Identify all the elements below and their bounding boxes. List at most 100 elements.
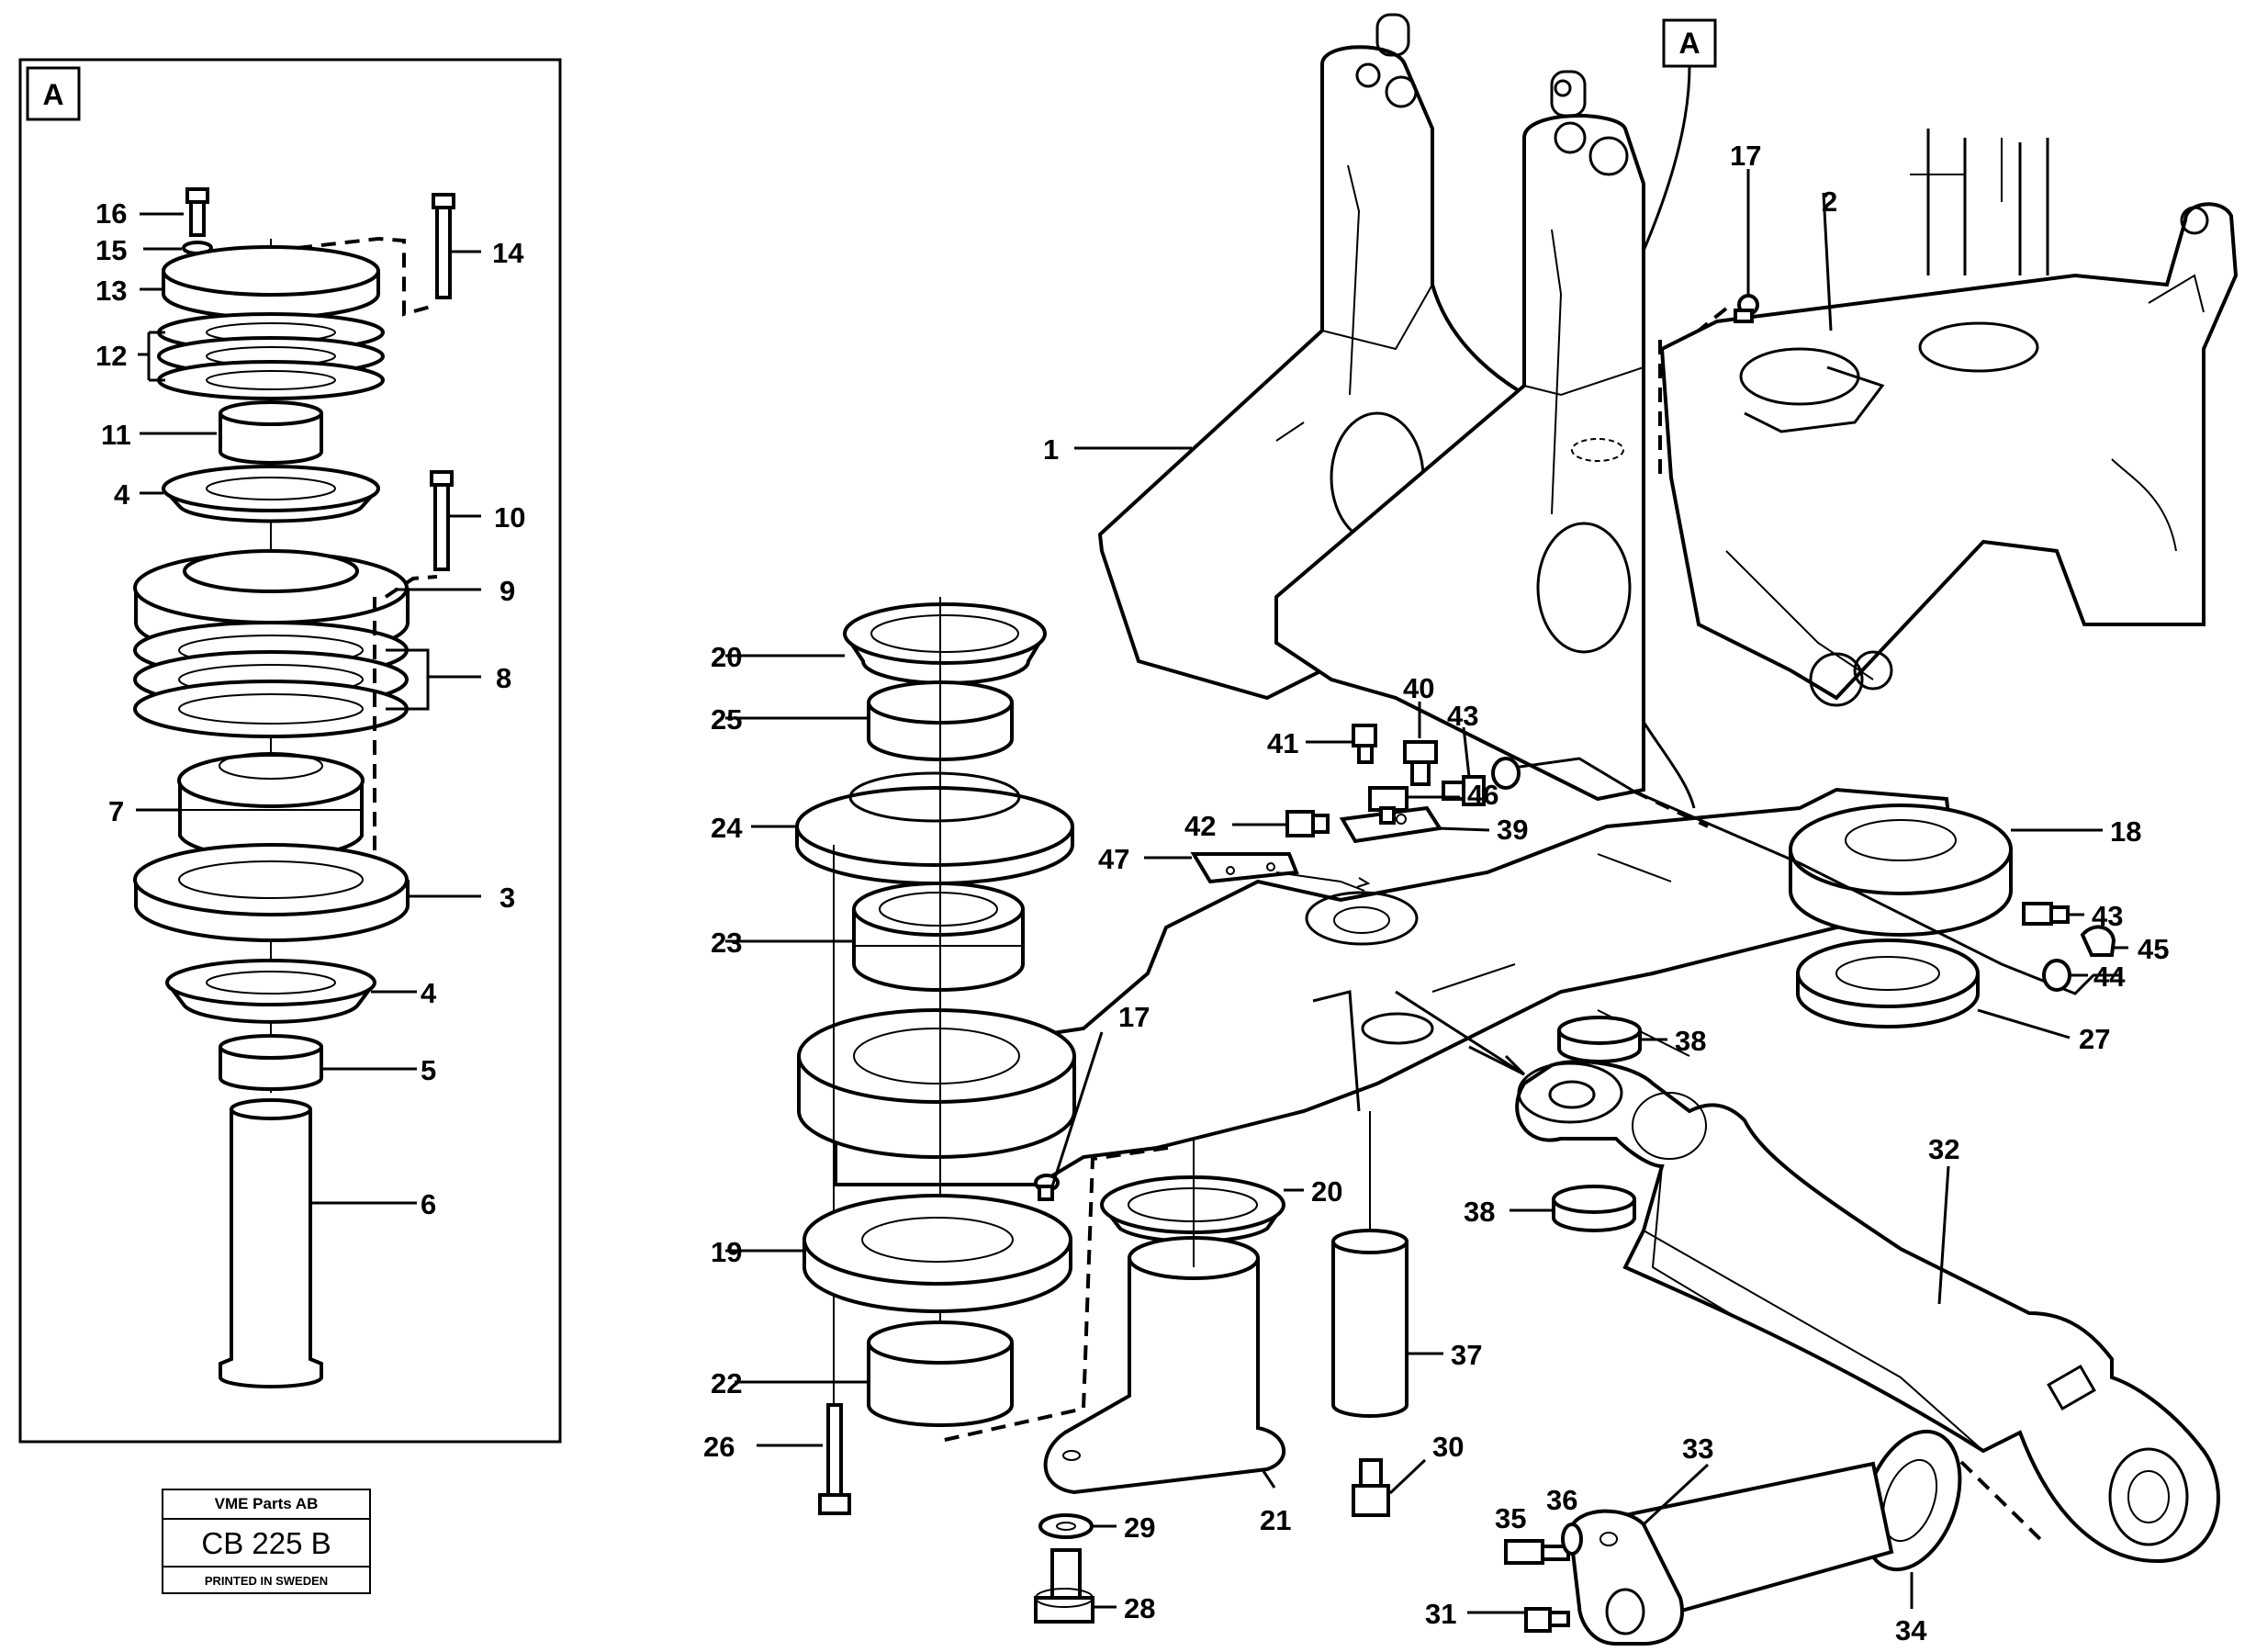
label-17-lower: 17 (1118, 1001, 1150, 1033)
label-29: 29 (1124, 1512, 1155, 1544)
label-47: 47 (1098, 843, 1129, 875)
axle-boss-upper (797, 1008, 1076, 1159)
label-19: 19 (711, 1236, 742, 1268)
part-35-bolt (1504, 1539, 1570, 1565)
part-36-washer (1561, 1523, 1583, 1556)
part-26-bolt (818, 1403, 851, 1515)
part-24-flange (795, 771, 1074, 885)
part-3-flange (133, 843, 410, 942)
detail-view-a: A (18, 58, 562, 1444)
main-assembly: A (703, 13, 2239, 1646)
label-44: 44 (2093, 961, 2126, 993)
diagram-code: CB 225 B (163, 1520, 369, 1568)
label-13: 13 (95, 275, 127, 307)
label-33: 33 (1682, 1433, 1713, 1465)
label-16: 16 (95, 197, 127, 230)
company-name: VME Parts AB (163, 1490, 369, 1520)
part-20-seal-upper (843, 602, 1047, 685)
label-4-upper: 4 (114, 478, 130, 511)
part-40-screw (1403, 740, 1438, 786)
label-41: 41 (1267, 727, 1298, 759)
part-38-bushing-upper (1557, 1016, 1642, 1063)
label-20-lower: 20 (1311, 1175, 1342, 1208)
part-27-washer (1796, 938, 1980, 1028)
part-21-pivot-pin (1043, 1236, 1286, 1495)
label-17-upper: 17 (1730, 140, 1761, 172)
part-46-tee (1368, 786, 1409, 825)
part-29-washer (1038, 1513, 1094, 1539)
part-38-bushing-lower (1552, 1185, 1636, 1232)
label-28: 28 (1124, 1592, 1155, 1624)
label-42: 42 (1184, 810, 1216, 842)
part-4-seal-upper (162, 465, 380, 523)
part-42-fitting (1285, 810, 1330, 837)
part-19-flange (803, 1194, 1072, 1313)
part-47-plate (1190, 852, 1299, 884)
part-18-boss (1789, 804, 2013, 937)
label-12: 12 (95, 340, 127, 372)
part-14-bolt (432, 193, 455, 299)
part-30-screw (1352, 1458, 1390, 1517)
part-23-bearing (852, 882, 1025, 992)
part-7-bearing (177, 752, 365, 860)
label-43-upper: 43 (1447, 700, 1478, 732)
part-41-fitting (1352, 724, 1377, 764)
label-25: 25 (711, 703, 742, 736)
label-30: 30 (1432, 1431, 1464, 1463)
label-26: 26 (703, 1431, 735, 1463)
part-12-shims (157, 312, 385, 400)
label-14: 14 (492, 237, 524, 269)
printed-note: PRINTED IN SWEDEN (204, 1574, 329, 1588)
detail-box-letter: A (42, 78, 63, 111)
part-43-nipple-upper (1442, 775, 1486, 806)
part-45-elbow (1491, 757, 2116, 957)
label-10: 10 (494, 501, 525, 534)
label-46: 46 (1467, 779, 1498, 811)
part-31-grease-nipple (1524, 1607, 1570, 1633)
part-43-nipple-lower (2022, 902, 2070, 926)
part-16-bolt (185, 187, 209, 237)
label-32: 32 (1928, 1133, 1959, 1165)
label-43-lower: 43 (2092, 900, 2123, 932)
label-38-upper: 38 (1675, 1025, 1706, 1057)
label-8: 8 (496, 662, 511, 694)
part-6-pin (219, 1098, 323, 1388)
label-18: 18 (2110, 815, 2141, 848)
label-38-lower: 38 (1464, 1196, 1495, 1228)
part-4-seal-lower (165, 959, 376, 1024)
part-11-bushing (219, 400, 323, 465)
part-28-bolt (1034, 1548, 1094, 1624)
label-24: 24 (711, 812, 743, 844)
label-6: 6 (421, 1188, 436, 1220)
part-10-bolt (430, 470, 454, 571)
section-marker-letter: A (1678, 27, 1700, 60)
label-4-lower: 4 (421, 977, 437, 1009)
part-22-bushing (867, 1320, 1014, 1427)
label-7: 7 (108, 795, 124, 827)
label-34: 34 (1895, 1614, 1927, 1646)
label-9: 9 (499, 575, 515, 607)
label-45: 45 (2138, 933, 2169, 965)
part-44-fitting (2042, 959, 2071, 992)
label-27: 27 (2079, 1023, 2110, 1055)
label-2: 2 (1822, 185, 1837, 218)
part-8-shims (133, 621, 409, 738)
label-20-upper: 20 (711, 641, 742, 673)
label-40: 40 (1403, 672, 1434, 704)
part-1-front-frame (1097, 13, 1645, 802)
part-13-cover-ring (162, 245, 380, 320)
label-11: 11 (101, 419, 131, 451)
label-3: 3 (499, 882, 515, 914)
label-22: 22 (711, 1367, 742, 1399)
label-31: 31 (1425, 1598, 1456, 1630)
label-15: 15 (95, 234, 127, 266)
label-35: 35 (1495, 1502, 1526, 1534)
part-33-pin (1567, 1461, 1894, 1646)
part-32-cylinder (1515, 1060, 2220, 1564)
label-36: 36 (1546, 1484, 1577, 1516)
part-37-pin (1331, 1229, 1409, 1418)
label-39: 39 (1497, 814, 1528, 846)
part-5-bushing (219, 1034, 323, 1091)
label-5: 5 (421, 1054, 436, 1086)
